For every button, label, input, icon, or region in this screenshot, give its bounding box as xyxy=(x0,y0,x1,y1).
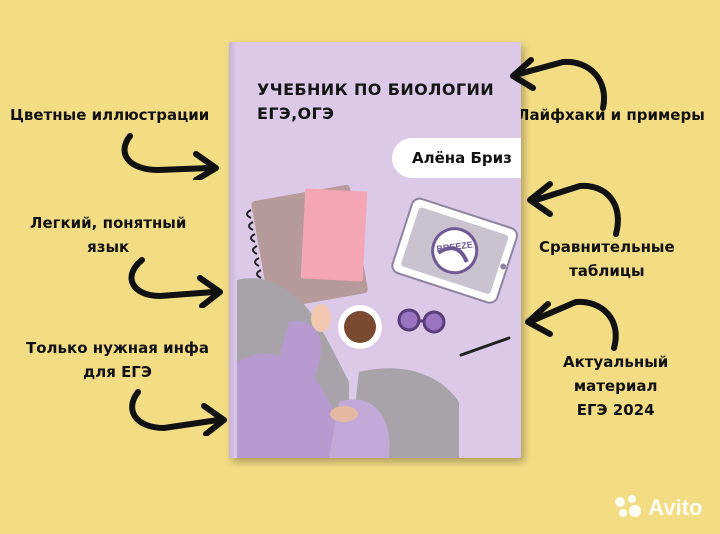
hand xyxy=(311,304,331,332)
book-spine xyxy=(229,42,237,458)
feature-label-line2: язык xyxy=(87,238,130,256)
feature-only-needed-info: Только нужная инфа для ЕГЭ xyxy=(26,336,209,384)
author-name: Алёна Бриз xyxy=(392,138,521,178)
arrow-right-2 xyxy=(527,181,621,237)
coffee-cup xyxy=(338,305,382,349)
arrow-right-1 xyxy=(510,57,608,111)
tablet: BREEZE xyxy=(391,197,518,304)
arrow-right-3 xyxy=(525,298,619,351)
feature-label: Цветные иллюстрации xyxy=(10,106,210,124)
sweater-arm xyxy=(269,321,322,422)
avito-logo-icon xyxy=(615,495,641,517)
book-title-line1: УЧЕБНИК ПО БИОЛОГИИ xyxy=(257,80,495,99)
arrow-left-2 xyxy=(128,257,223,308)
feature-label-line1: Легкий, понятный xyxy=(30,214,187,232)
feature-comparison-tables: Сравнительные таблицы xyxy=(539,235,675,283)
avito-watermark: Avito xyxy=(613,493,702,521)
book-title-line2: ЕГЭ,ОГЭ xyxy=(257,104,335,123)
feature-label-line3: ЕГЭ 2024 xyxy=(576,401,655,419)
knee xyxy=(330,406,358,422)
feature-label-line2: для ЕГЭ xyxy=(83,363,152,381)
feature-label: Лайфхаки и примеры xyxy=(517,106,705,124)
feature-label-line1: Актуальный xyxy=(563,353,669,371)
arrow-left-1 xyxy=(121,133,219,180)
sunglasses xyxy=(397,308,446,334)
feature-label-line2: таблицы xyxy=(569,262,645,280)
pen xyxy=(459,336,511,357)
feature-label-line1: Только нужная инфа xyxy=(26,339,210,357)
feature-easy-language: Легкий, понятный язык xyxy=(30,211,186,259)
tablet-brand-text: BREEZE xyxy=(436,240,473,254)
feature-color-illustrations: Цветные иллюстрации xyxy=(10,103,209,127)
avito-watermark-text: Avito xyxy=(648,495,703,520)
arrow-left-3 xyxy=(129,389,227,436)
book-title: УЧЕБНИК ПО БИОЛОГИИ ЕГЭ,ОГЭ xyxy=(257,78,517,126)
pink-notebook xyxy=(300,188,368,282)
feature-label-line2: материал xyxy=(573,377,658,395)
feature-label-line1: Сравнительные xyxy=(539,238,675,256)
feature-actual-material: Актуальный материал ЕГЭ 2024 xyxy=(563,350,668,422)
cover-illustration: BREEZE xyxy=(237,184,518,458)
book-cover: BREEZE УЧЕБНИК ПО БИОЛОГИИ ЕГЭ,ОГЭ Алёна… xyxy=(229,42,521,458)
feature-lifehacks: Лайфхаки и примеры xyxy=(517,103,705,127)
